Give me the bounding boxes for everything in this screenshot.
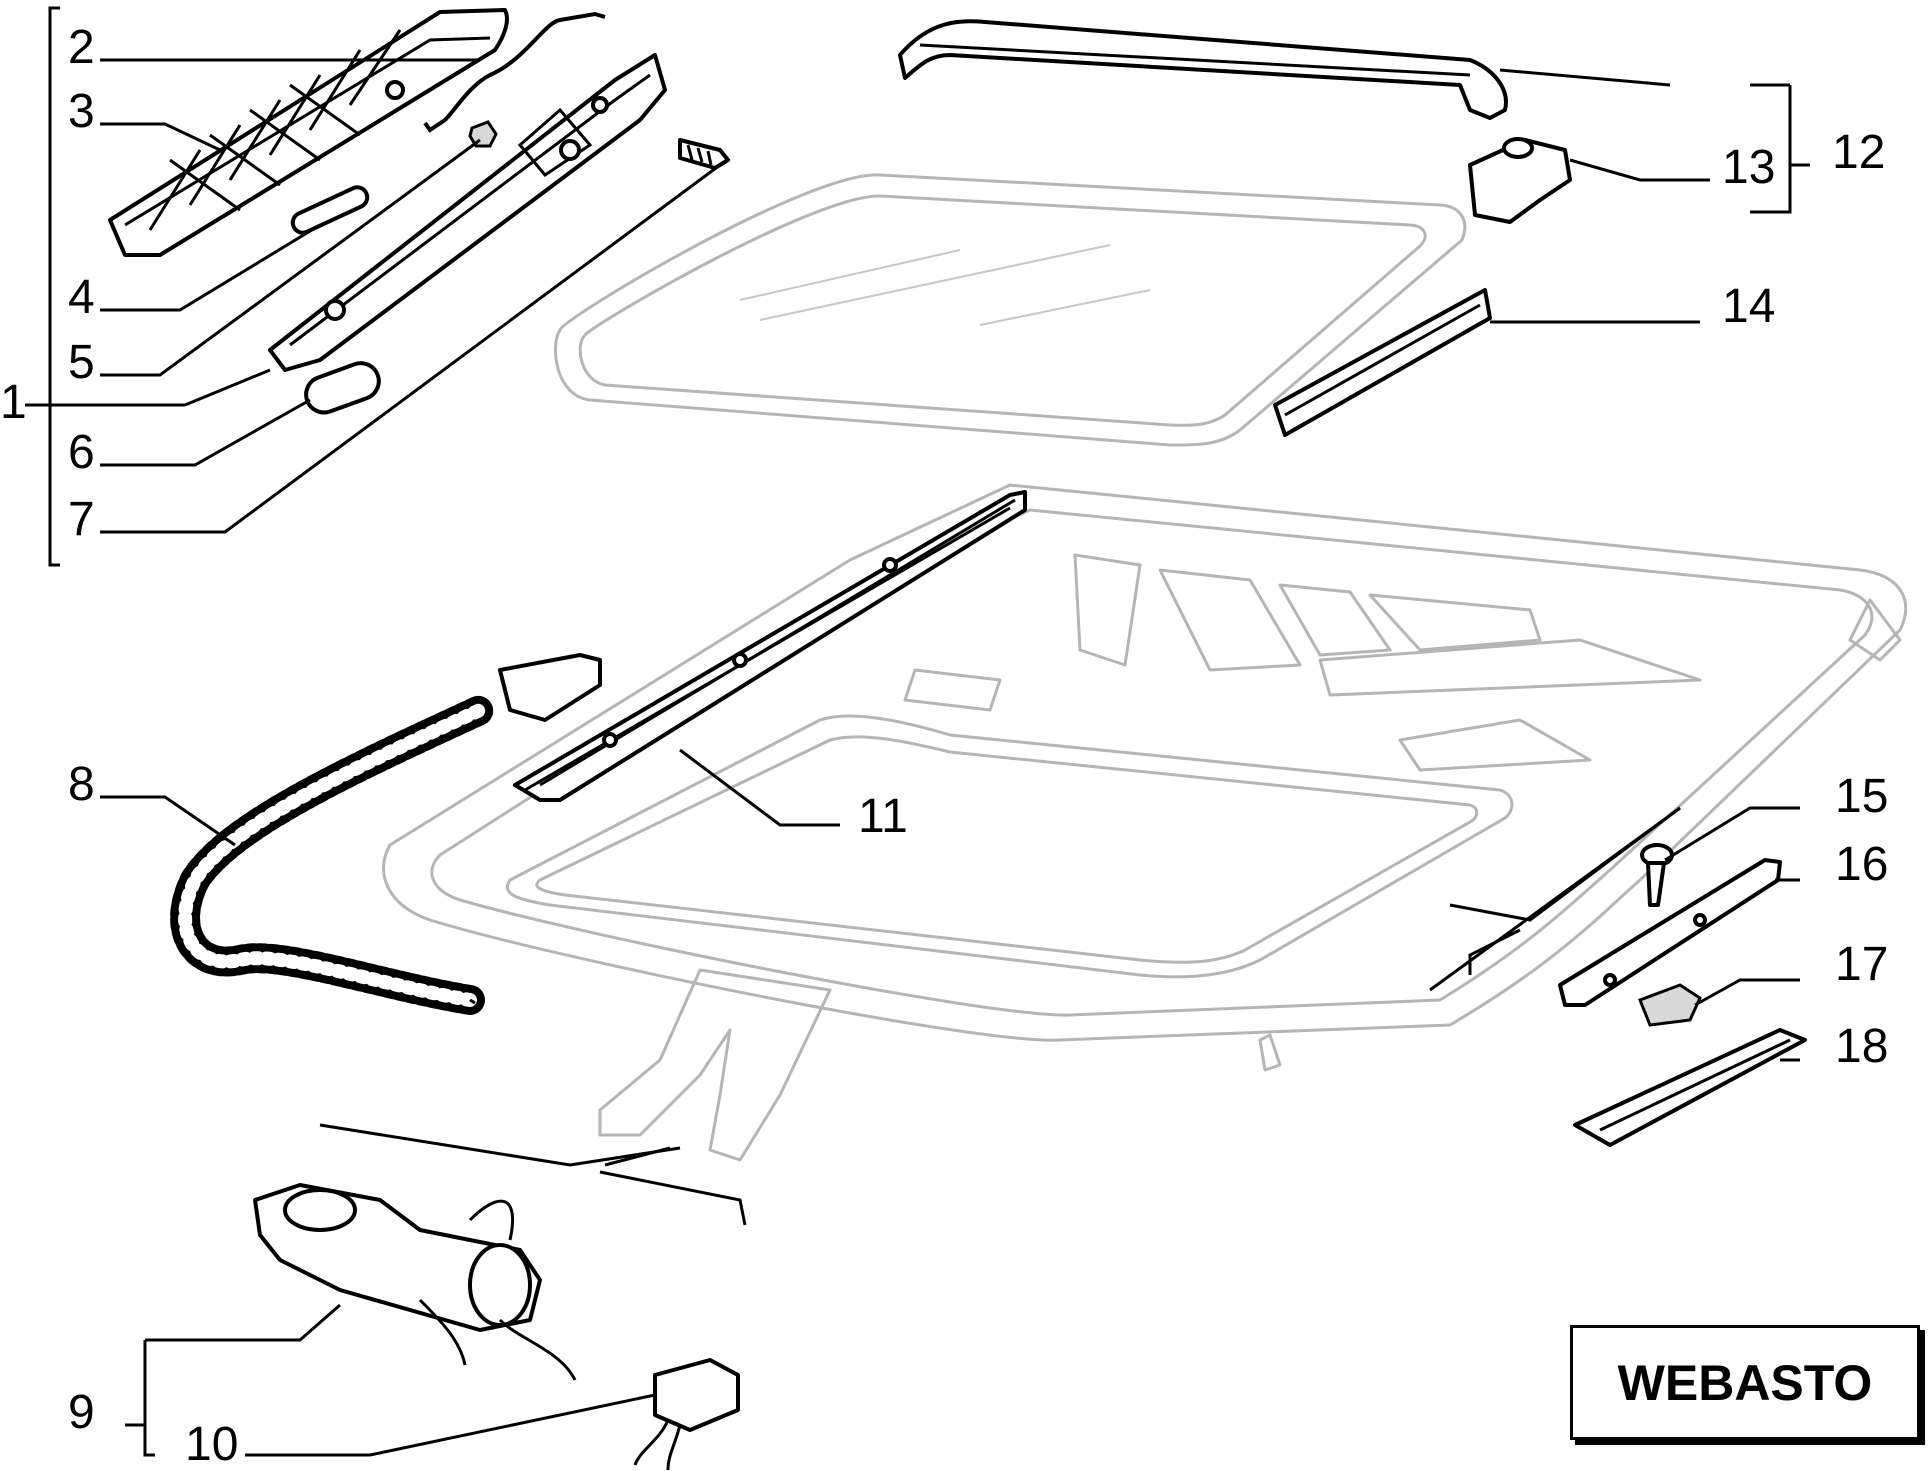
- part-4-slider-pad: [290, 185, 370, 235]
- callout-17: 17: [1835, 938, 1888, 991]
- callout-2: 2: [68, 21, 95, 74]
- callout-5: 5: [68, 336, 95, 389]
- part-9-motor: [253, 1183, 577, 1381]
- roof-frame-ghost: [382, 173, 1908, 1162]
- part-8-drive-cable: [170, 653, 602, 1015]
- callout-15: 15: [1835, 770, 1888, 823]
- callout-12: 12: [1832, 126, 1885, 179]
- part-1-main-bracket: [268, 53, 667, 372]
- callout-4: 4: [68, 271, 95, 324]
- part-3-guide-channel: [108, 8, 509, 257]
- part-2-wire-spring: [423, 11, 606, 133]
- part-14-seal-strip: [1273, 288, 1492, 437]
- callout-13: 13: [1722, 141, 1775, 194]
- callout-7: 7: [68, 493, 95, 546]
- bracket-1: [48, 6, 60, 567]
- part-13-deflector-mount: [1468, 137, 1572, 224]
- callout-10: 10: [185, 1418, 238, 1471]
- callout-16: 16: [1835, 838, 1888, 891]
- callout-11: 11: [858, 790, 908, 843]
- leader-lines: [25, 6, 1810, 1457]
- part-12-wind-deflector: [898, 19, 1508, 120]
- part-11-side-rail: [513, 490, 1027, 802]
- part-18-cover-plate: [1573, 1028, 1807, 1147]
- callout-numbers: 1 2 3 4 5 6 7 8 9 10 11 12 13 14 15 16 1…: [0, 21, 1888, 1471]
- part-7-screw: [678, 138, 730, 170]
- part-6-pad: [304, 361, 381, 415]
- brand-label: WEBASTO: [1617, 1354, 1873, 1411]
- part-15-bolt: [1640, 843, 1674, 907]
- part-10-relay: [633, 1358, 740, 1471]
- callout-18: 18: [1835, 1020, 1888, 1073]
- callout-3: 3: [68, 85, 95, 138]
- callout-8: 8: [68, 758, 95, 811]
- callout-6: 6: [68, 426, 95, 479]
- part-17-clip: [1638, 983, 1702, 1027]
- brand-label-box: WEBASTO: [1570, 1325, 1920, 1440]
- callout-14: 14: [1722, 280, 1775, 333]
- part-5-nut: [468, 120, 498, 148]
- callout-9: 9: [68, 1386, 95, 1439]
- part-16-rail-bracket: [1558, 858, 1782, 1007]
- callout-1: 1: [0, 376, 27, 429]
